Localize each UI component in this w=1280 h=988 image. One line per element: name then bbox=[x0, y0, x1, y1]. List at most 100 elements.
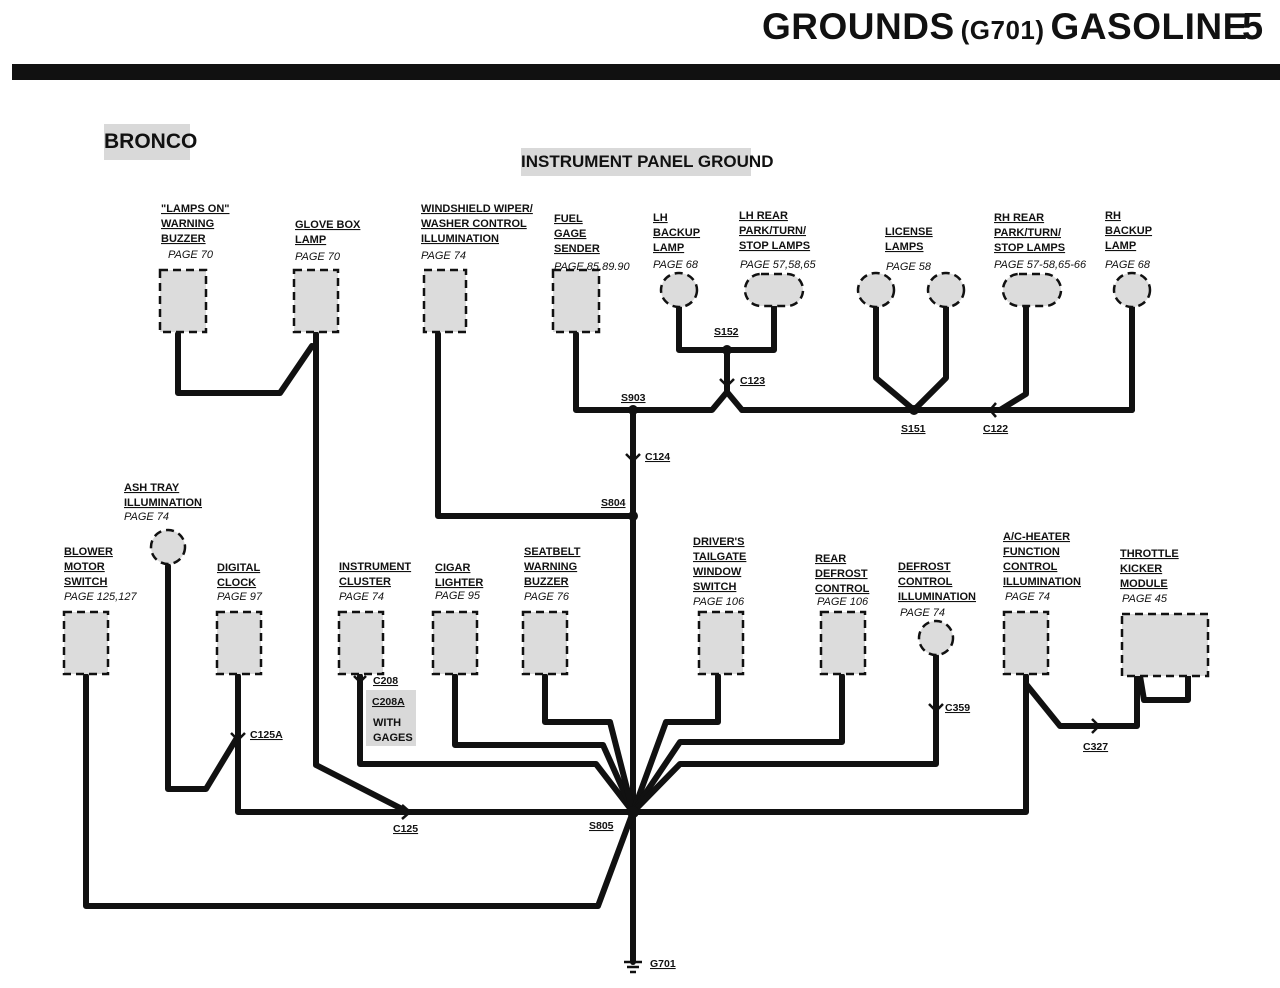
label-line: "LAMPS ON" bbox=[161, 203, 230, 215]
label-line: LH REAR bbox=[739, 210, 788, 222]
label-line: GLOVE BOX bbox=[295, 219, 361, 231]
wire-rh-rear-lamps bbox=[997, 303, 1029, 413]
label-line: SENDER bbox=[554, 243, 600, 255]
wire-blower-motor bbox=[83, 673, 636, 909]
digital-clock-box[interactable] bbox=[215, 610, 263, 676]
rh-backup-lamp-page: PAGE 68 bbox=[1105, 259, 1151, 271]
label-line: REAR bbox=[815, 553, 846, 565]
label-line: WINDSHIELD WIPER/ bbox=[421, 203, 533, 215]
ac-heater-box[interactable] bbox=[1002, 610, 1050, 676]
label-line: WINDOW bbox=[693, 566, 742, 578]
c327-connector-icon bbox=[1091, 718, 1101, 734]
s805-splice-icon bbox=[627, 806, 639, 818]
components bbox=[62, 268, 1210, 678]
rh-backup-lamp-icon[interactable] bbox=[1112, 271, 1152, 309]
label-line: KICKER bbox=[1120, 563, 1162, 575]
page-number: 5 bbox=[1242, 6, 1264, 48]
lh-rear-lamps-icon[interactable] bbox=[743, 272, 805, 308]
page-title: GROUNDS(G701)GASOLINE bbox=[762, 6, 1248, 48]
wires bbox=[83, 303, 1191, 965]
label-line: LICENSE bbox=[885, 226, 933, 238]
label-line: LAMP bbox=[1105, 240, 1136, 252]
c327-label: C327 bbox=[1083, 741, 1108, 753]
ash-tray-page: PAGE 74 bbox=[124, 511, 169, 523]
glove-box-lamp-box[interactable] bbox=[292, 268, 340, 334]
wire-lamps-on-buzzer bbox=[175, 331, 315, 396]
wire-instrument-cluster bbox=[357, 673, 636, 815]
label-line: SEATBELT bbox=[524, 546, 581, 558]
title-fuel-type: GASOLINE bbox=[1050, 6, 1248, 47]
windshield-wiper-box[interactable] bbox=[422, 268, 468, 334]
s903-splice-icon bbox=[628, 405, 638, 415]
instrument-cluster-page: PAGE 74 bbox=[339, 591, 384, 603]
s152-label: S152 bbox=[714, 326, 739, 338]
c125-connector-icon bbox=[401, 804, 412, 820]
label-line: CONTROL bbox=[1003, 561, 1058, 573]
label-line: MODULE bbox=[1120, 578, 1168, 590]
throttle-kicker-box[interactable] bbox=[1120, 612, 1210, 678]
fuel-gage-sender-box[interactable] bbox=[551, 268, 601, 334]
c359-label: C359 bbox=[945, 702, 970, 714]
s151-splice-icon bbox=[909, 405, 919, 415]
blower-motor-box[interactable] bbox=[62, 610, 110, 676]
label-line: ILLUMINATION bbox=[421, 233, 499, 245]
label-line: DEFROST bbox=[815, 568, 868, 580]
c125-label: C125 bbox=[393, 823, 418, 835]
lh-backup-lamp-icon[interactable] bbox=[659, 271, 699, 309]
wire-s903-to-c123 bbox=[630, 389, 745, 413]
instrument-cluster-box[interactable] bbox=[337, 610, 385, 676]
s805-label: S805 bbox=[589, 820, 614, 832]
label-line: LAMP bbox=[653, 242, 684, 254]
label-line: ILLUMINATION bbox=[124, 497, 202, 509]
wire-ash-tray bbox=[165, 563, 241, 792]
label-line: CIGAR bbox=[435, 562, 471, 574]
license-lamp-right-icon[interactable] bbox=[926, 271, 966, 309]
wire-defrost-illum bbox=[630, 653, 939, 815]
windshield-wiper-page: PAGE 74 bbox=[421, 250, 466, 262]
rear-defrost-box[interactable] bbox=[819, 610, 867, 676]
wire-cigar-lighter bbox=[452, 673, 636, 815]
ash-tray-icon[interactable] bbox=[149, 528, 187, 566]
label-line: TAILGATE bbox=[693, 551, 746, 563]
label-line: PARK/TURN/ bbox=[994, 227, 1061, 239]
ac-heater-page: PAGE 74 bbox=[1005, 591, 1050, 603]
lamps-on-buzzer-box[interactable] bbox=[158, 268, 208, 334]
wire-rear-defrost bbox=[630, 673, 845, 815]
c124-connector-icon bbox=[625, 453, 641, 463]
rear-defrost-page: PAGE 106 bbox=[817, 596, 869, 608]
ground-symbol-icon bbox=[624, 960, 642, 974]
glove-box-lamp-page: PAGE 70 bbox=[295, 251, 341, 263]
seatbelt-buzzer-box[interactable] bbox=[521, 610, 569, 676]
label-line: BACKUP bbox=[653, 227, 700, 239]
label-line: CLOCK bbox=[217, 577, 256, 589]
seatbelt-buzzer-page: PAGE 76 bbox=[524, 591, 570, 603]
cigar-lighter-box[interactable] bbox=[431, 610, 479, 676]
label-line: BACKUP bbox=[1105, 225, 1152, 237]
glove-box-lamp-label: GLOVE BOX LAMP bbox=[295, 219, 361, 246]
defrost-illum-icon[interactable] bbox=[917, 619, 955, 657]
label-line: LAMP bbox=[295, 234, 326, 246]
vehicle-label: BRONCO bbox=[104, 124, 197, 160]
c122-label: C122 bbox=[983, 423, 1008, 435]
label-line: SWITCH bbox=[693, 581, 736, 593]
license-lamp-left-icon[interactable] bbox=[856, 271, 896, 309]
splice-points bbox=[230, 345, 1101, 974]
c208a-note-box bbox=[366, 690, 416, 746]
tailgate-switch-box[interactable] bbox=[697, 610, 745, 676]
label-line: ILLUMINATION bbox=[1003, 576, 1081, 588]
rh-rear-lamps-icon[interactable] bbox=[1001, 272, 1063, 308]
label-line: A/C-HEATER bbox=[1003, 531, 1070, 543]
label-line: ILLUMINATION bbox=[898, 591, 976, 603]
